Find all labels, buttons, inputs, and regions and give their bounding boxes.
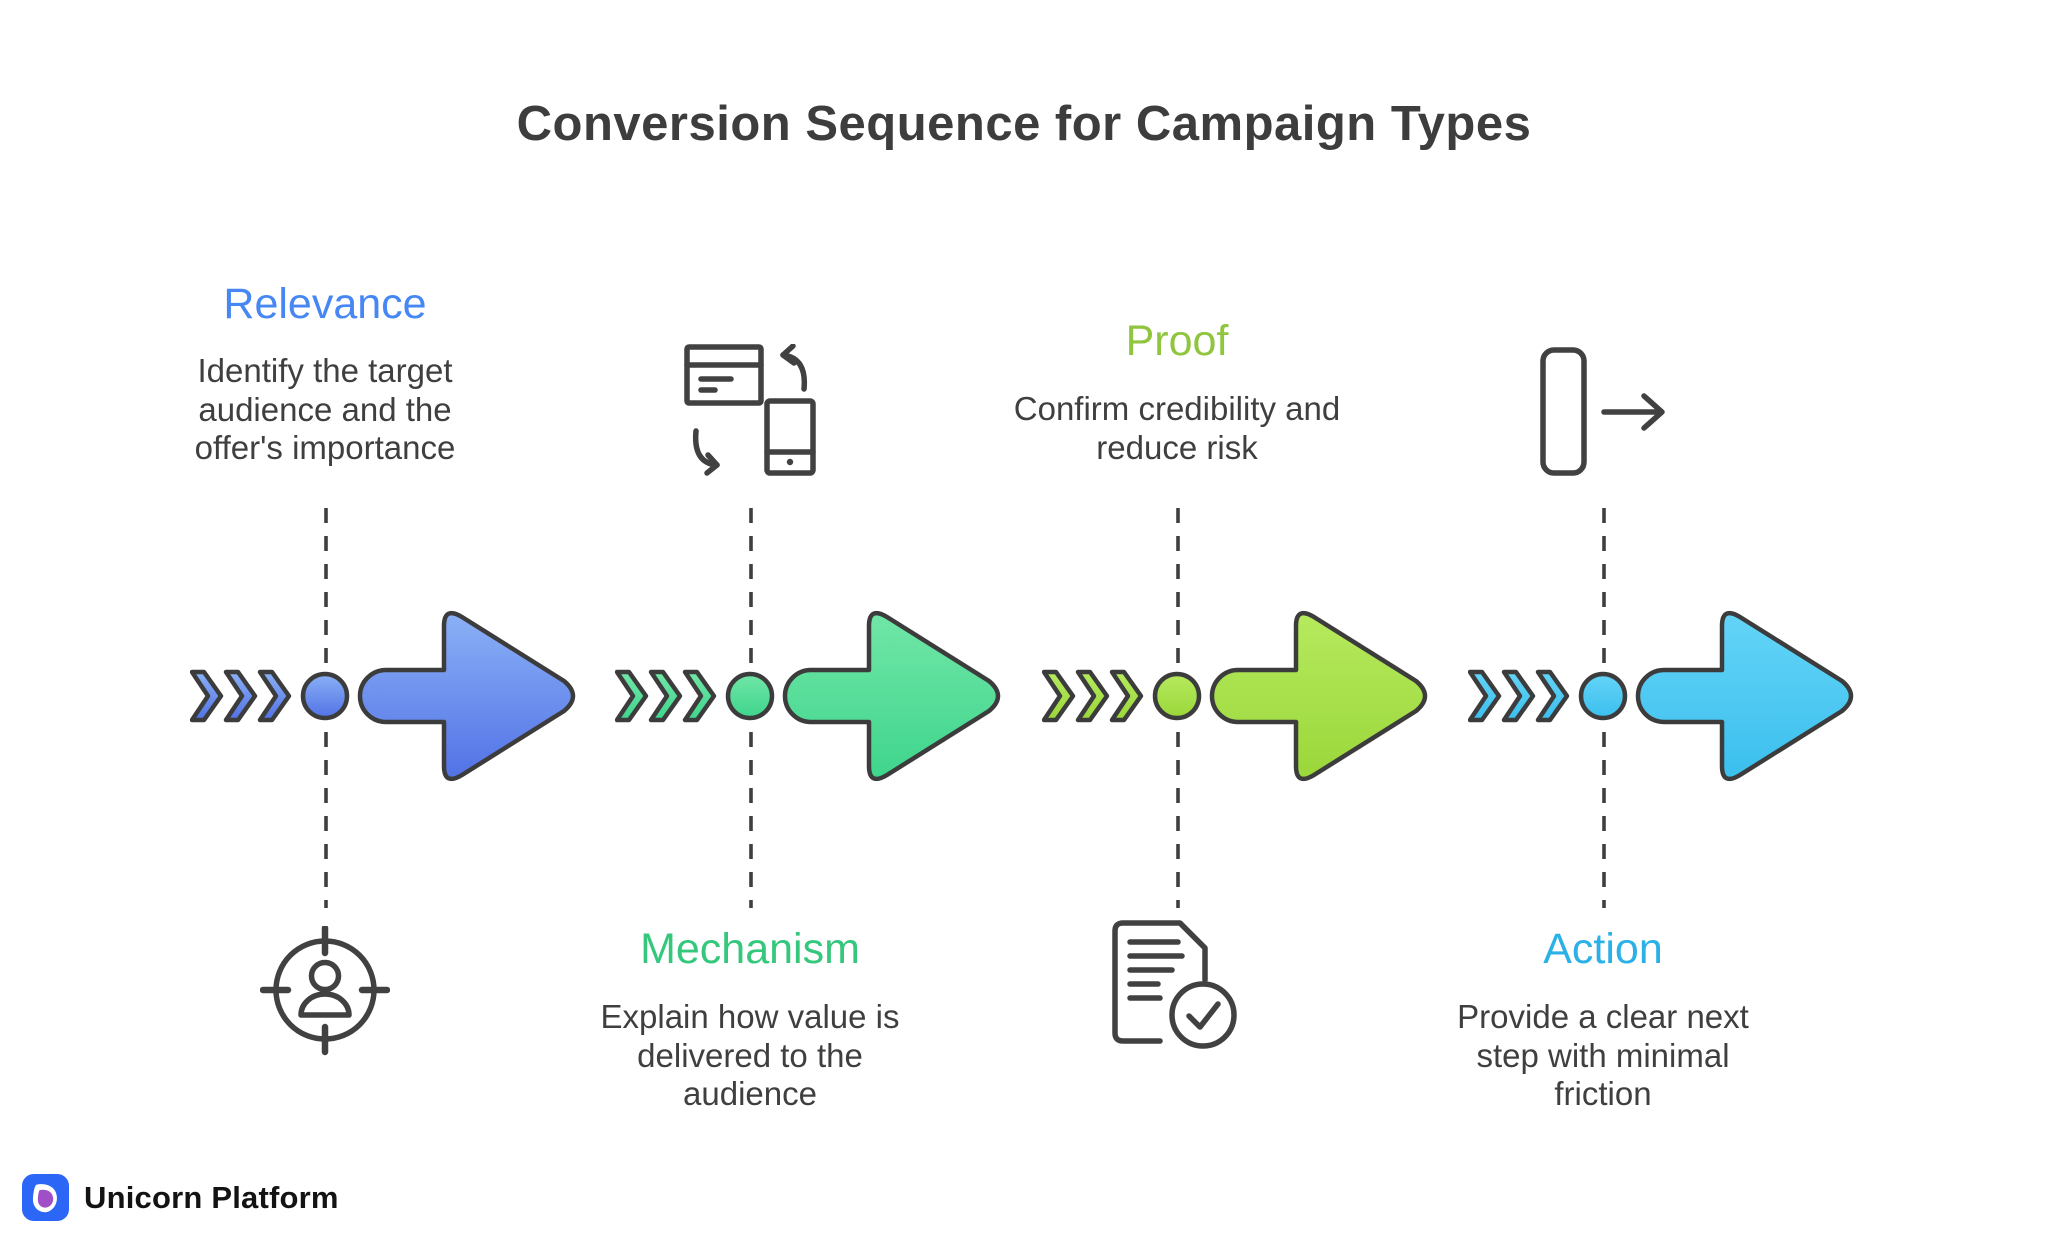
- timeline-dot: [300, 671, 350, 721]
- stage-desc-relevance: Identify the target audience and the off…: [194, 352, 456, 467]
- chevron-icon: [682, 669, 717, 723]
- stage-desc-proof: Confirm credibility and reduce risk: [1013, 390, 1341, 466]
- chevron-icon: [223, 669, 258, 723]
- flow-arrow-row: [615, 610, 1001, 782]
- stage-label-action: Action: [1543, 925, 1663, 973]
- flow-arrow-row: [190, 610, 576, 782]
- right-arrow-icon: [357, 610, 576, 782]
- chevron-icon: [1109, 669, 1144, 723]
- right-arrow-icon: [1209, 610, 1428, 782]
- chevron-icon: [1535, 669, 1570, 723]
- chevron-icon: [1075, 669, 1110, 723]
- unicorn-platform-logo-icon: [22, 1174, 69, 1221]
- card-phone-sync-icon: [684, 344, 816, 476]
- page-title: Conversion Sequence for Campaign Types: [516, 97, 1532, 151]
- chevron-icon: [1501, 669, 1536, 723]
- stage-desc-action: Provide a clear next step with minimal f…: [1457, 998, 1749, 1113]
- timeline-dot: [1578, 671, 1628, 721]
- flow-arrow-row: [1042, 610, 1428, 782]
- document-check-icon: [1112, 920, 1237, 1049]
- brand-name: Unicorn Platform: [84, 1179, 339, 1215]
- stage-desc-mechanism: Explain how value is delivered to the au…: [600, 998, 900, 1113]
- chevron-icon: [257, 669, 292, 723]
- timeline-dot: [725, 671, 775, 721]
- right-arrow-icon: [782, 610, 1001, 782]
- audience-target-icon: [260, 926, 390, 1056]
- stage-label-mechanism: Mechanism: [640, 925, 860, 973]
- flow-arrow-row: [1468, 610, 1854, 782]
- chevron-icon: [190, 669, 224, 723]
- right-arrow-icon: [1635, 610, 1854, 782]
- button-next-arrow-icon: [1540, 347, 1665, 476]
- chevron-icon: [615, 669, 649, 723]
- chevron-icon: [648, 669, 683, 723]
- timeline-dot: [1152, 671, 1202, 721]
- chevron-icon: [1468, 669, 1502, 723]
- brand-footer: Unicorn Platform: [22, 1174, 339, 1221]
- chevron-icon: [1042, 669, 1076, 723]
- stage-label-proof: Proof: [1125, 317, 1229, 365]
- stage-label-relevance: Relevance: [223, 280, 427, 328]
